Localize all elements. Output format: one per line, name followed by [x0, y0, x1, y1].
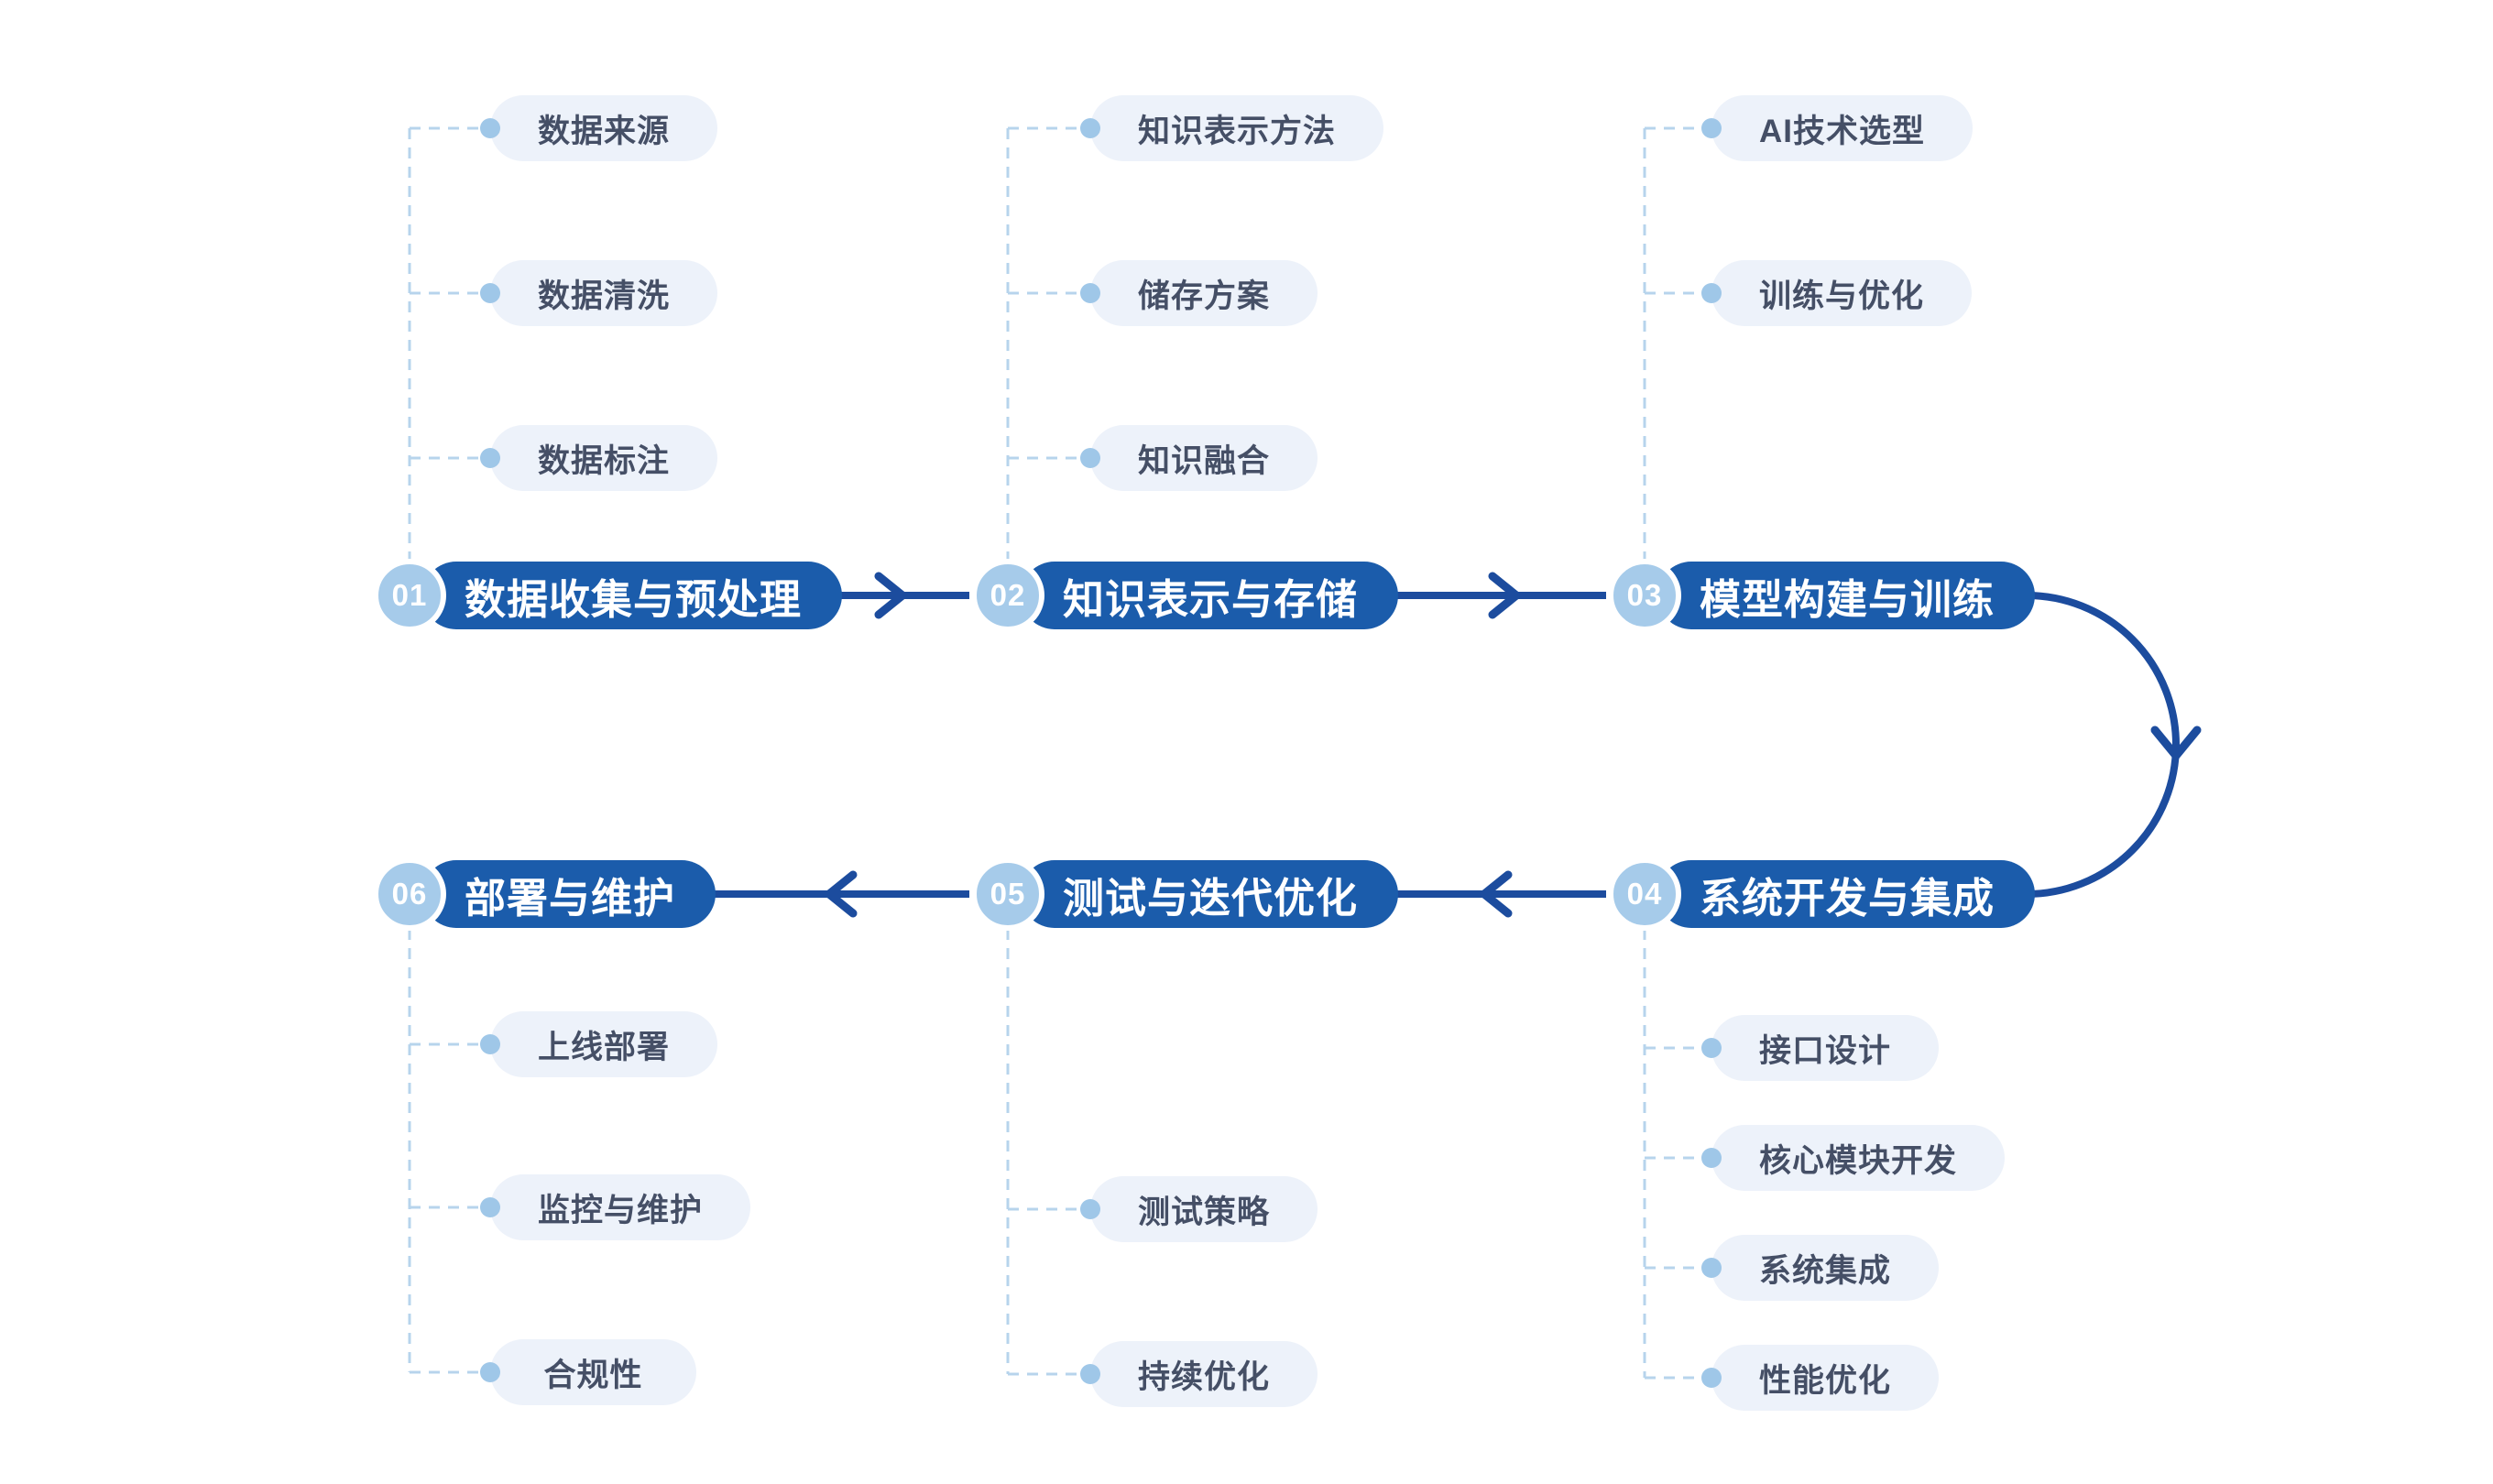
stage-02: 02 知识表示与存储: [971, 559, 1399, 632]
stage-03-number-badge: 03: [1608, 559, 1681, 632]
stage-04-number: 04: [1626, 877, 1663, 911]
stage-06-number: 06: [391, 877, 428, 911]
branch-lines-stage-06: [408, 929, 490, 1374]
stage-01-number-badge: 01: [373, 559, 446, 632]
stage-03-sub-pill-0: AI技术选型: [1711, 95, 1974, 161]
stage-02-sub-pill-1: 储存方案: [1090, 260, 1318, 326]
branch-lines-stage-05: [1006, 929, 1090, 1376]
stage-06-sub-pill-2: 合规性: [490, 1339, 696, 1405]
stage-04-sub-pill-3: 性能优化: [1711, 1345, 1940, 1411]
arrow-head-04-05: [1480, 870, 1513, 918]
stage-06-sub-pill-0: 上线部署: [490, 1011, 718, 1077]
stage-01: 01 数据收集与预处理: [373, 559, 843, 632]
stage-03: 03 模型构建与训练: [1608, 559, 2036, 632]
stage-03-number: 03: [1626, 578, 1663, 612]
stage-04: 04 系统开发与集成: [1608, 857, 2036, 931]
stage-04-sub-pill-1: 核心模块开发: [1711, 1125, 2006, 1191]
stage-05-number: 05: [990, 877, 1026, 911]
stage-06-pill: 部署与维护: [422, 860, 716, 928]
branch-lines-stage-01: [408, 126, 490, 562]
stage-05-number-badge: 05: [971, 857, 1044, 931]
stage-02-number: 02: [990, 578, 1026, 612]
stage-04-number-badge: 04: [1608, 857, 1681, 931]
arrow-head-03-04: [2150, 726, 2202, 760]
stage-05-sub-pill-1: 持续优化: [1090, 1341, 1318, 1407]
stage-04-pill: 系统开发与集成: [1657, 860, 2036, 928]
stage-03-sub-pill-1: 训练与优化: [1711, 260, 1973, 326]
branch-lines-stage-03: [1643, 126, 1711, 562]
stage-04-sub-pill-0: 接口设计: [1711, 1015, 1940, 1081]
stage-05-pill: 测试与迭代优化: [1021, 860, 1399, 928]
stage-04-sub-pill-2: 系统集成: [1711, 1235, 1940, 1301]
stage-01-pill: 数据收集与预处理: [422, 562, 843, 629]
stage-05: 05 测试与迭代优化: [971, 857, 1399, 931]
stage-06-sub-pill-1: 监控与维护: [490, 1174, 751, 1240]
branch-lines-stage-02: [1006, 126, 1090, 562]
arrow-head-01-02: [874, 572, 907, 619]
stage-03-pill: 模型构建与训练: [1657, 562, 2036, 629]
stage-02-pill: 知识表示与存储: [1021, 562, 1399, 629]
stage-02-number-badge: 02: [971, 559, 1044, 632]
stage-01-sub-pill-2: 数据标注: [490, 425, 718, 491]
stage-06: 06 部署与维护: [373, 857, 716, 931]
arrow-head-05-06: [825, 870, 858, 918]
stage-01-number: 01: [391, 578, 428, 612]
arrow-head-02-03: [1488, 572, 1521, 619]
arc-line-03-04: [2026, 592, 2180, 898]
stage-02-sub-pill-2: 知识融合: [1090, 425, 1318, 491]
stage-06-number-badge: 06: [373, 857, 446, 931]
stage-01-sub-pill-1: 数据清洗: [490, 260, 718, 326]
stage-01-sub-pill-0: 数据来源: [490, 95, 718, 161]
stage-02-sub-pill-0: 知识表示方法: [1090, 95, 1384, 161]
stage-05-sub-pill-0: 测试策略: [1090, 1176, 1318, 1242]
